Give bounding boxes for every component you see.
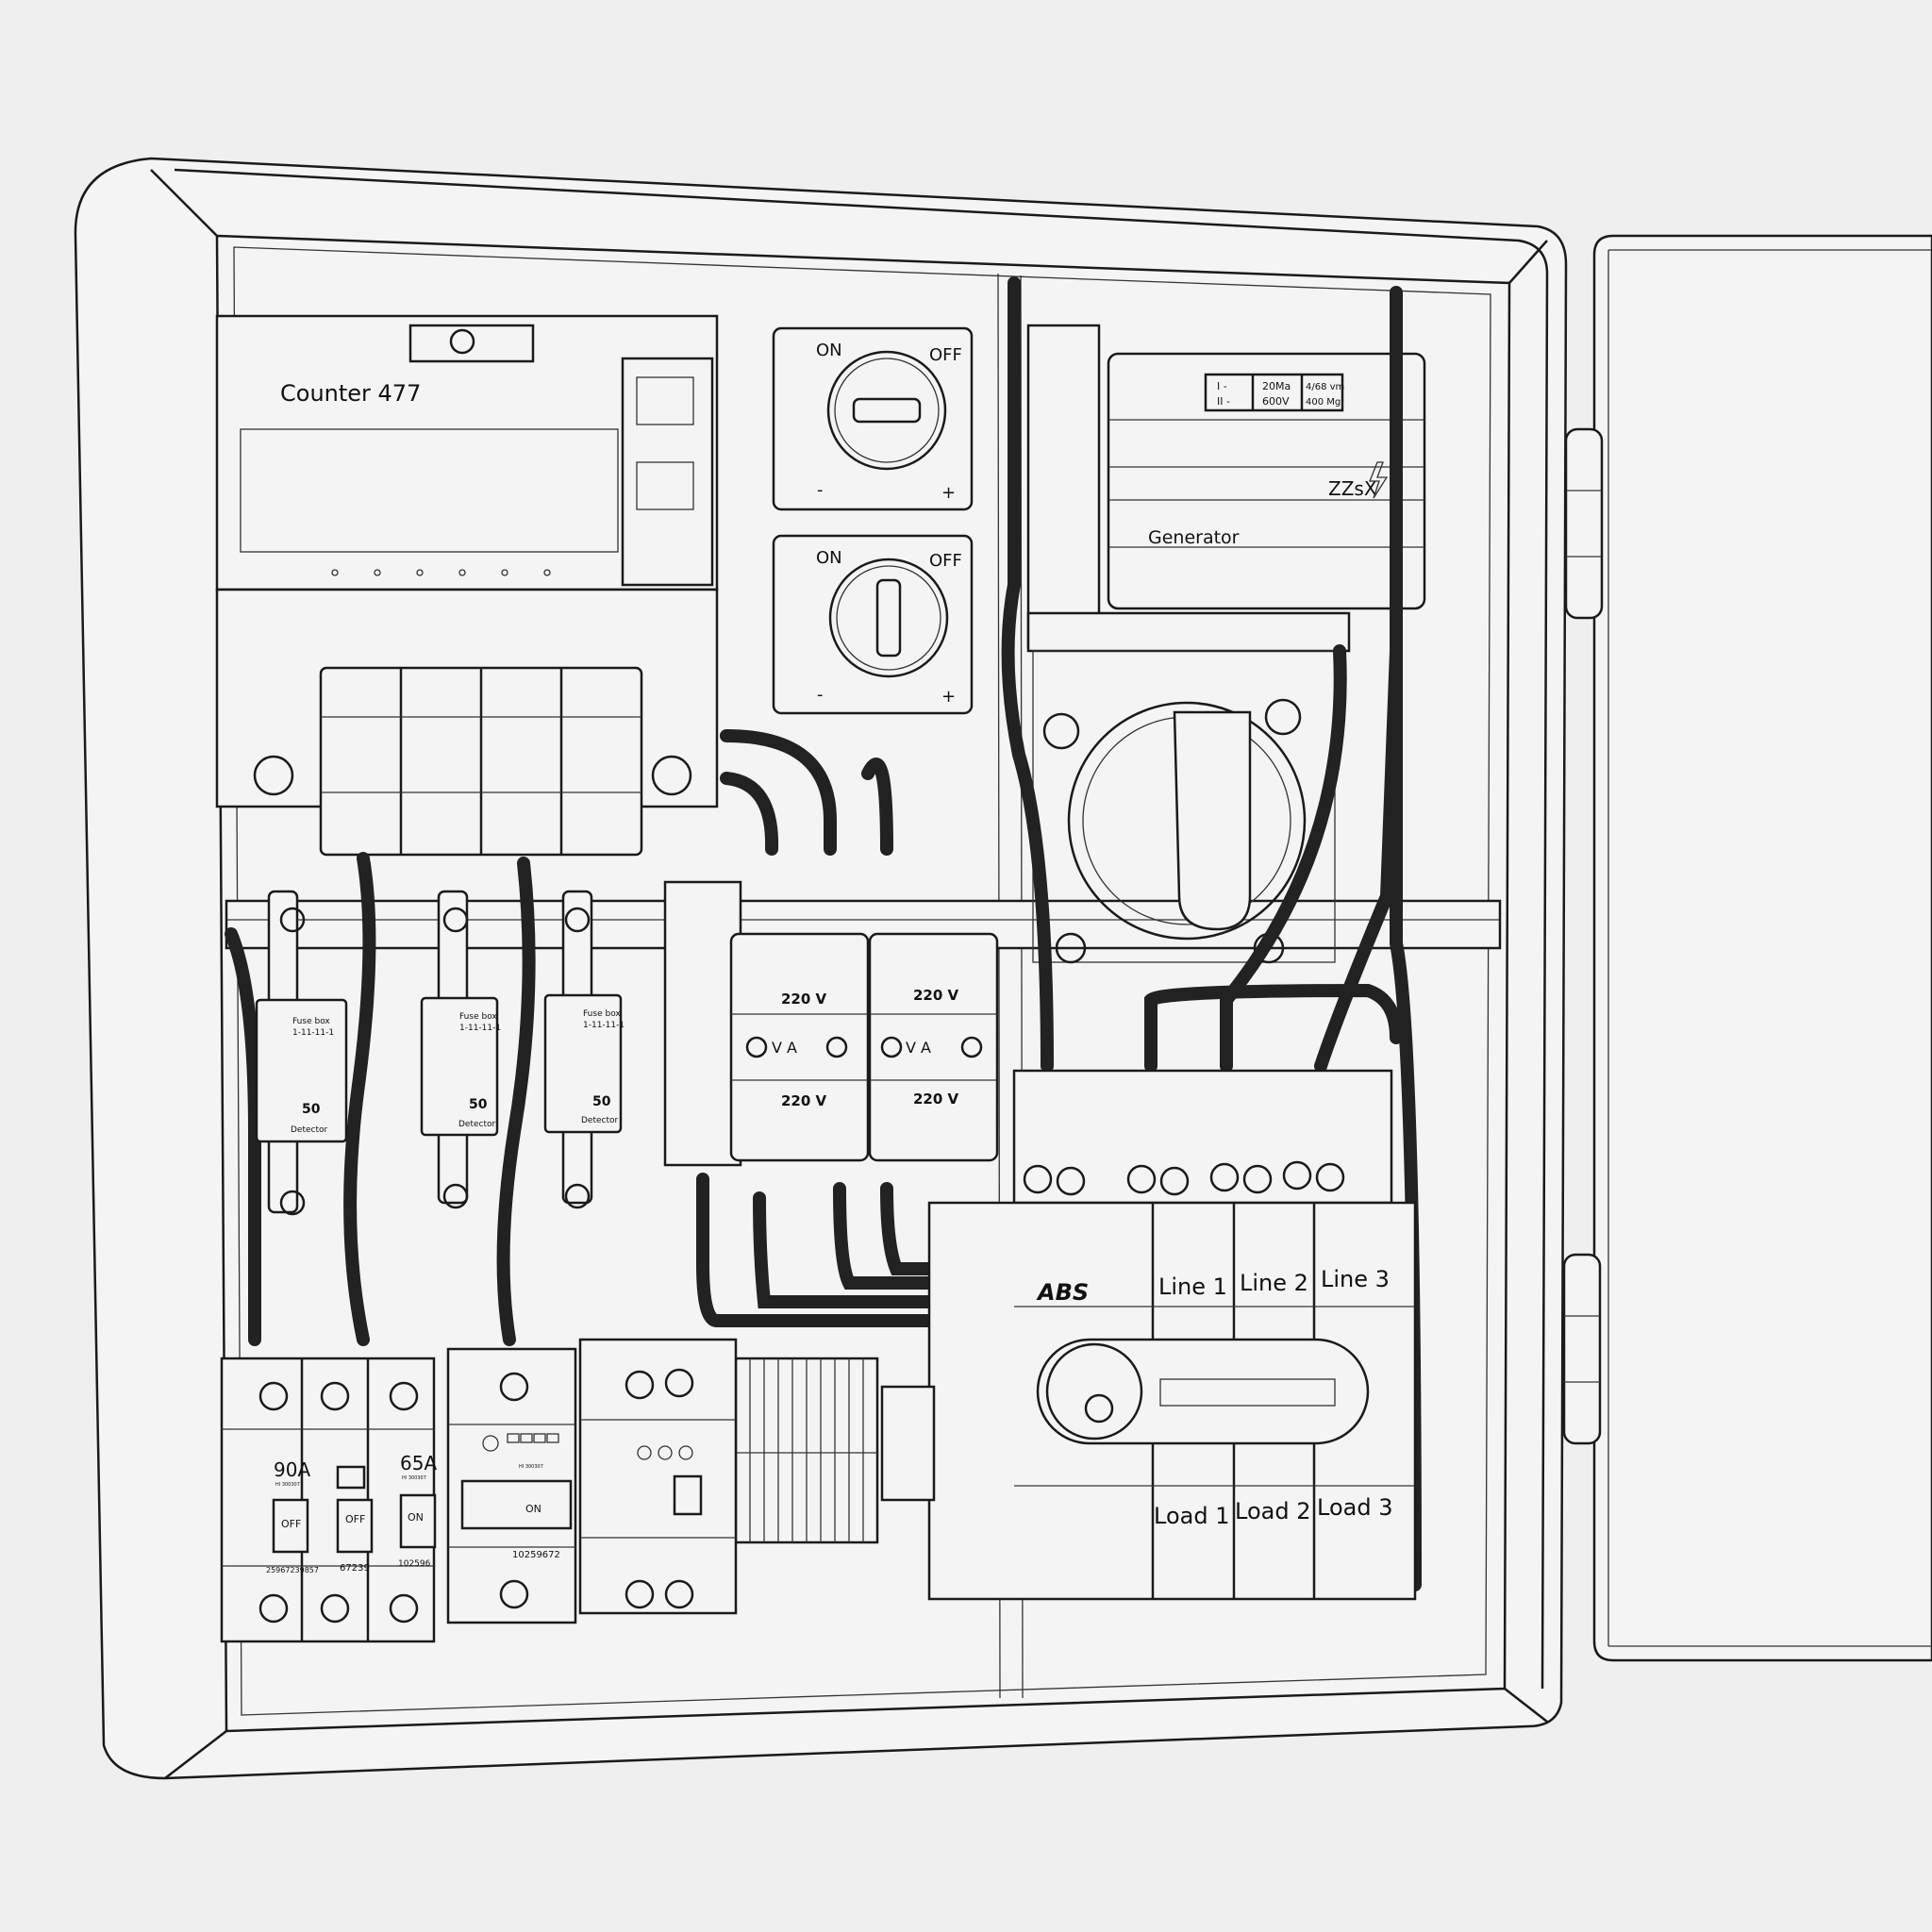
load-1-label: Load 1 <box>1154 1503 1229 1529</box>
open-door[interactable] <box>1592 234 1932 1662</box>
breaker-4-serial: 10259672 <box>512 1550 560 1560</box>
fuse-box-2-code: 1-11-11-1 <box>459 1024 501 1033</box>
fuse-box-2-rating: 50 <box>469 1097 488 1112</box>
breaker-1-model: HI 300307 <box>275 1482 300 1488</box>
fuse-box-2-title: Fuse box <box>459 1012 497 1022</box>
breaker-4-state: ON <box>525 1503 541 1515</box>
generator-unit: I - II - 20Ma 600V 4/68 vm 400 Mg ZZsX G… <box>1026 324 1426 653</box>
line-1-label: Line 1 <box>1158 1274 1227 1300</box>
breaker-1[interactable]: 90A HI 300307 OFF 25967239857 <box>266 1458 319 1574</box>
gen-table-r1c1: I - <box>1217 380 1227 392</box>
rcd-breaker[interactable] <box>578 1338 738 1615</box>
fuse-box-2-label: Detector <box>458 1120 496 1129</box>
gen-table-r2c3: 400 Mg <box>1306 397 1341 408</box>
gen-table-r1c2: 20Ma <box>1262 380 1291 392</box>
breaker-4-model: HI 300307 <box>519 1464 543 1470</box>
breaker-2-serial: 67239 <box>340 1563 370 1574</box>
load-3-label: Load 3 <box>1317 1494 1392 1521</box>
fuse-box-3-code: 1-11-11-1 <box>583 1021 625 1030</box>
line-3-label: Line 3 <box>1321 1266 1390 1292</box>
fuse-box-1-title: Fuse box <box>292 1017 330 1026</box>
gen-table-r1c3: 4/68 vm <box>1306 382 1344 392</box>
main-load-switch[interactable]: ABS Line 1 Line 2 Line 3 Load 1 Load 2 L… <box>927 1069 1417 1601</box>
breaker-1-serial: 25967239857 <box>266 1566 319 1574</box>
meter-2-top: 220 V <box>913 987 959 1004</box>
meter-2-mid: V A <box>906 1039 931 1057</box>
main-switch-brand: ABS <box>1036 1279 1089 1306</box>
fuse-box-3-title: Fuse box <box>583 1009 621 1019</box>
hinge-top <box>1564 427 1604 620</box>
toroidal-transformer <box>1032 650 1336 964</box>
switch-1-minus: - <box>817 480 824 500</box>
breaker-3-model: HI 300307 <box>402 1475 426 1481</box>
breaker-3[interactable]: 65A HI 300307 ON 102596 <box>398 1452 437 1569</box>
lightning-icon <box>1369 461 1389 499</box>
load-2-label: Load 2 <box>1235 1498 1310 1524</box>
generator-brand: ZZsX <box>1328 477 1377 500</box>
breaker-2[interactable]: OFF 67239 <box>336 1498 374 1574</box>
meter-1-top: 220 V <box>781 991 827 1008</box>
switch-1-off-label: OFF <box>929 345 962 365</box>
hinge-bottom <box>1562 1253 1602 1445</box>
switch-2-plus: + <box>941 687 956 707</box>
breaker-3-serial: 102596 <box>398 1559 431 1569</box>
meter-2: 220 V V A 220 V <box>868 932 999 1162</box>
breaker-2-state: OFF <box>345 1513 365 1525</box>
breaker-group-1 <box>220 1357 436 1643</box>
switch-1-plus: + <box>941 483 956 503</box>
breaker-1-state: OFF <box>281 1518 301 1530</box>
switch-2-on-label: ON <box>816 548 842 568</box>
gen-table-r2c2: 600V <box>1262 395 1290 408</box>
switch-2-minus: - <box>817 685 824 705</box>
fuse-box-1-code: 1-11-11-1 <box>292 1028 334 1038</box>
breaker-3-state: ON <box>408 1511 424 1524</box>
breaker-1-rating: 90A <box>274 1458 310 1481</box>
rotary-switch-2[interactable]: ON OFF - + <box>772 534 974 715</box>
meter-2-bottom: 220 V <box>913 1091 959 1108</box>
rotary-switch-1[interactable]: ON OFF - + <box>772 326 974 511</box>
fuse-box-3-rating: 50 <box>592 1094 611 1109</box>
fuse-box-3: Fuse box 1-11-11-1 50 Detector <box>543 890 625 1209</box>
counter-label: Counter 477 <box>280 380 421 407</box>
switch-1-on-label: ON <box>816 341 842 360</box>
fuse-box-1-rating: 50 <box>302 1102 321 1117</box>
meter-1-bottom: 220 V <box>781 1092 827 1109</box>
line-2-label: Line 2 <box>1240 1270 1308 1296</box>
switch-2-off-label: OFF <box>929 551 962 571</box>
fuse-box-1-label: Detector <box>291 1125 328 1135</box>
fuse-box-3-label: Detector <box>581 1116 619 1125</box>
breaker-3-rating: 65A <box>400 1452 437 1474</box>
fuse-box-2: Fuse box 1-11-11-1 50 Detector <box>420 890 501 1209</box>
fuse-holder-block <box>319 666 643 857</box>
fuse-box-1: Fuse box 1-11-11-1 50 Detector <box>255 890 348 1216</box>
meter-1-mid: V A <box>772 1039 797 1057</box>
generator-label: Generator <box>1148 527 1240 548</box>
breaker-4[interactable]: HI 300307 ON 10259672 <box>446 1347 577 1624</box>
meter-1: 220 V V A 220 V <box>663 880 870 1167</box>
gen-table-r2c1: II - <box>1217 395 1230 408</box>
terminal-block <box>734 1357 936 1544</box>
